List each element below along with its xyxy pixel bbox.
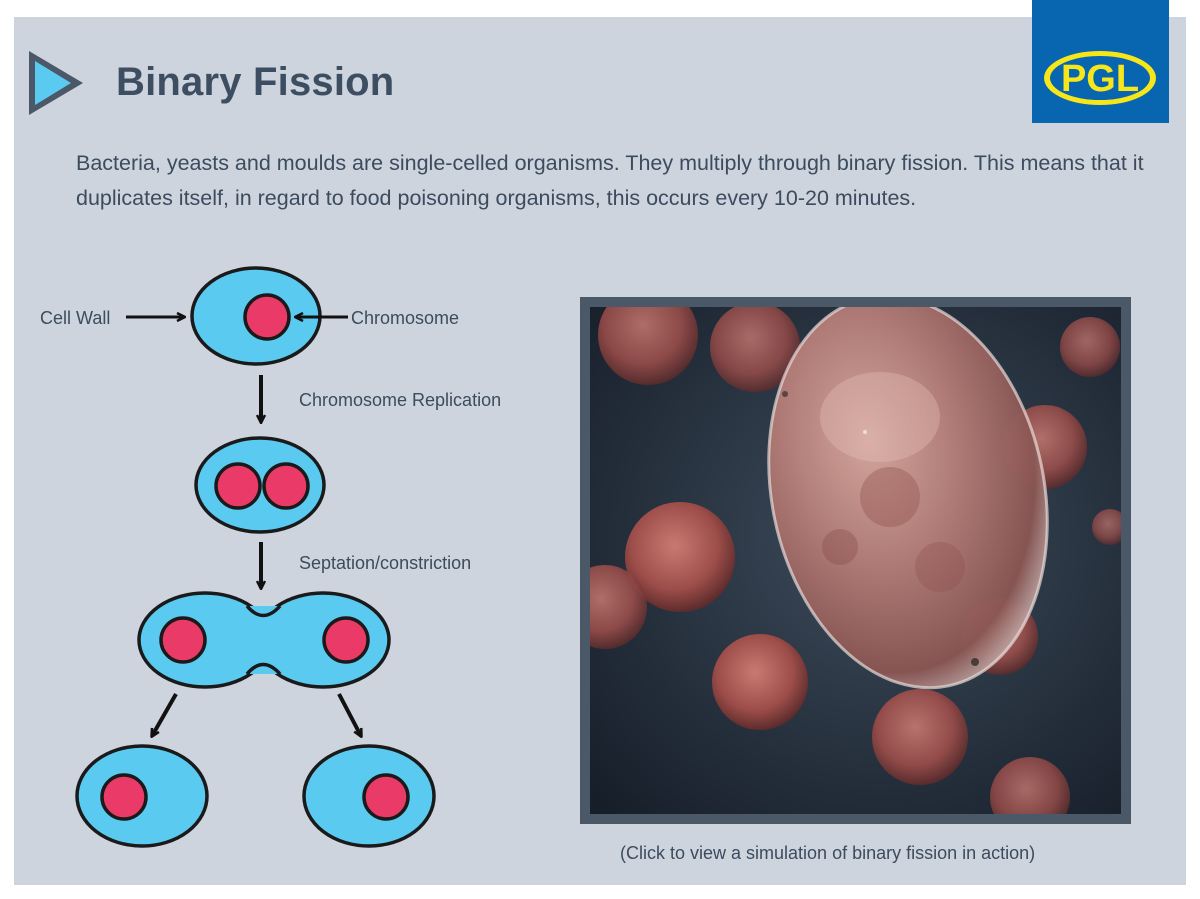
split-left-arrow: [152, 693, 178, 736]
binary-fission-diagram: Cell Wall Chromosome Chromosome Replicat…: [40, 266, 501, 848]
split-right-arrow: [337, 693, 363, 736]
replication-label: Chromosome Replication: [299, 390, 501, 410]
chromosome: [159, 616, 207, 664]
simulation-video[interactable]: [580, 297, 1131, 824]
daughter-cell-left: [75, 744, 209, 848]
chromosome: [243, 293, 291, 341]
septation-label: Septation/constriction: [299, 553, 471, 573]
cell-wall-label: Cell Wall: [40, 308, 110, 328]
video-thumbnail[interactable]: [590, 307, 1121, 814]
chromosome: [262, 462, 310, 510]
daughter-cell-right: [302, 744, 436, 848]
cell-stage-2: [194, 436, 326, 534]
pgl-logo: PGL: [1032, 0, 1169, 123]
chromosome: [362, 773, 410, 821]
video-caption-link[interactable]: (Click to view a simulation of binary fi…: [620, 843, 1036, 863]
chromosome: [100, 773, 148, 821]
logo-text: PGL: [1061, 58, 1139, 100]
cell-stage-3: [137, 591, 391, 689]
chromosome-label: Chromosome: [351, 308, 459, 328]
page-title: Binary Fission: [116, 60, 395, 104]
chromosome: [214, 462, 262, 510]
intro-text: Bacteria, yeasts and moulds are single-c…: [76, 151, 1144, 210]
chromosome: [322, 616, 370, 664]
cell-stage-1: [190, 266, 322, 366]
play-arrow-icon: [29, 51, 83, 115]
